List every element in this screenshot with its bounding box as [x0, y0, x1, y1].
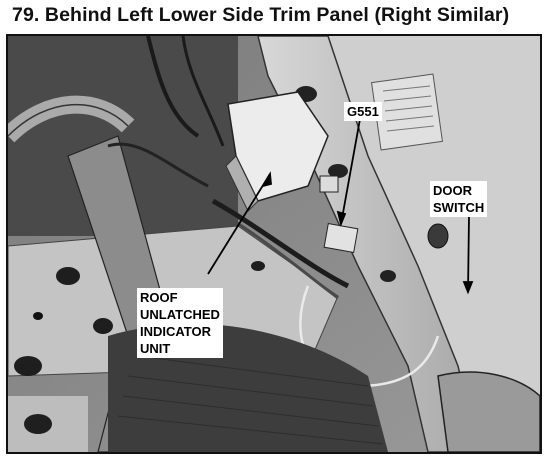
roof-unlatched-indicator-unit-label: ROOF UNLATCHED INDICATOR UNIT	[137, 288, 223, 358]
photo-frame: G551 DOOR SWITCH ROOF UNLATCHED INDICATO…	[6, 34, 542, 454]
figure-title: 79. Behind Left Lower Side Trim Panel (R…	[12, 4, 510, 26]
door-switch-label: DOOR SWITCH	[430, 181, 488, 217]
leader-lines	[207, 118, 474, 295]
g551-label: G551	[344, 102, 382, 121]
vehicle-interior-photo	[8, 36, 540, 452]
